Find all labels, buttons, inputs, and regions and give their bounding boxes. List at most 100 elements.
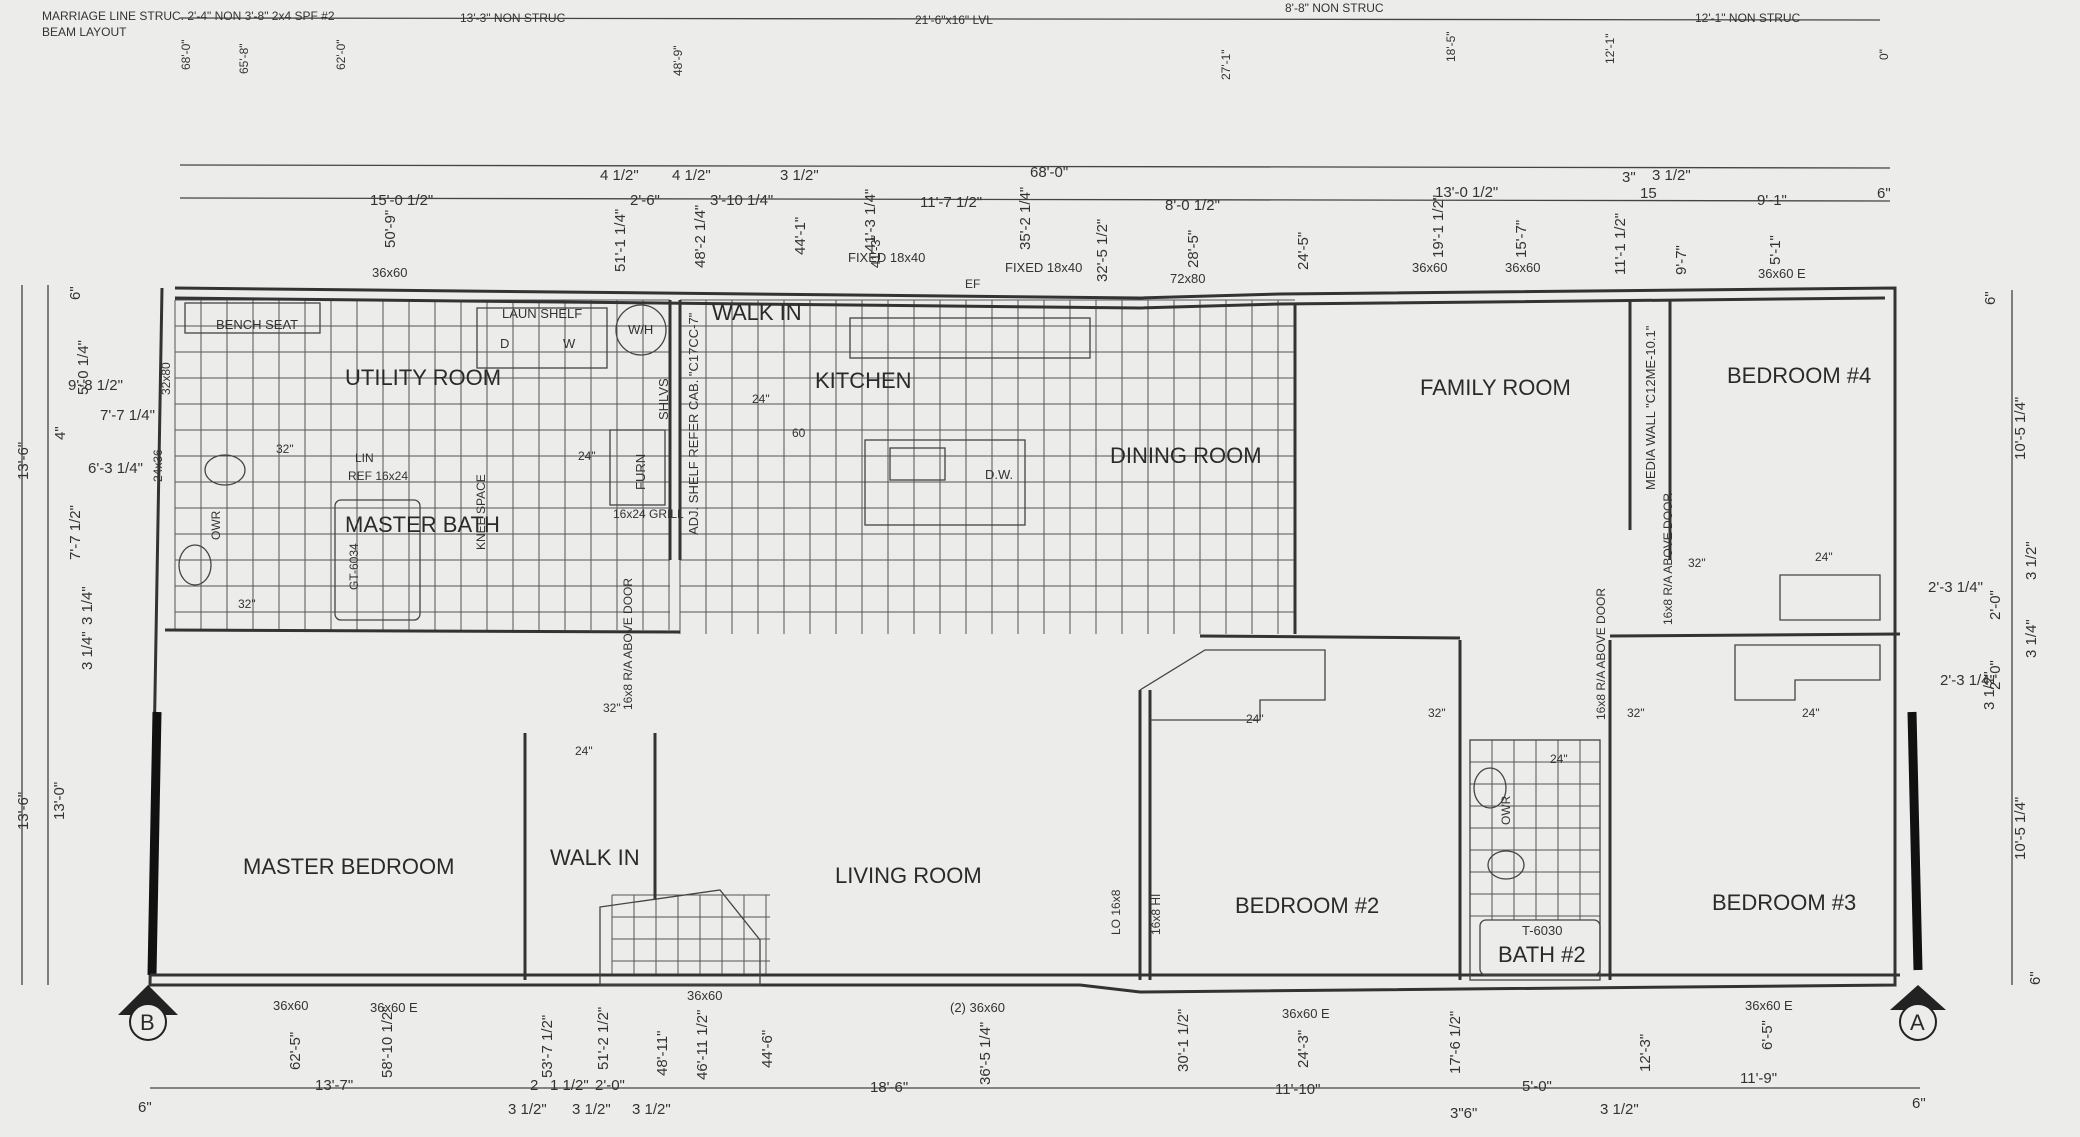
bedroom-2-label: BEDROOM #2 [1235,893,1379,918]
dim: 9'-8 1/2" [68,377,123,394]
dim-vertical: 6" [1982,291,1999,305]
bottom-dimensions: 13'-7" 2 1 1/2" 2'-0" 18'-6" 11'-10" 5'-… [138,1006,1926,1122]
dim-vertical: 32'-5 1/2" [1094,219,1111,282]
dim: 15 [1640,185,1657,202]
dim-vertical: 51'-2 1/2" [595,1007,612,1070]
door-width: 32" [1627,706,1645,720]
cabinet-size-label: 24x36 [151,449,165,482]
walk-in-label: WALK IN [712,300,802,325]
fixed-window-label: FIXED 18x40 [1005,260,1082,275]
dim-vertical: 15'-7" [1513,220,1530,258]
master-bath-label: MASTER BATH [345,512,500,537]
window-size: 41'-3" [868,234,883,268]
dim: 6" [1877,185,1891,202]
door-size-label: 32x80 [159,362,173,395]
dim-vertical: 13'-0" [51,782,68,820]
marker-a: A [1910,1010,1925,1035]
dim: 15'-0 1/2" [370,192,433,209]
dim-vertical: 44'-1" [792,217,809,255]
dim: 3 1/2" [1600,1101,1639,1118]
shower-label: GT-6034 [347,543,361,590]
door-width: 32" [276,442,294,456]
dim-vertical: 5'-1" [1767,235,1784,265]
dim-vertical: 36'-5 1/4" [977,1022,994,1085]
beam-tick: 48'-9" [671,45,685,76]
dim: 5'-0" [1522,1078,1552,1095]
dim: 3" [1622,169,1636,186]
dim-vertical: 46'-11 1/2" [694,1010,711,1080]
washer-label: W [563,336,576,351]
beam-label: 13'-3" NON STRUC [460,11,566,25]
dim-vertical: 41'-3 1/4" [862,189,879,252]
bedroom-4-label: BEDROOM #4 [1727,363,1871,388]
dim-vertical: 13'-6" [15,792,32,830]
return-air-label: 16x8 R/A ABOVE DOOR [621,578,635,710]
dim-vertical: 10'-5 1/4" [2012,797,2029,860]
door-width: 24" [1550,752,1568,766]
door-width: 60 [792,426,806,440]
door-width: 24" [1246,712,1264,726]
dim: 2'-0" [595,1077,625,1094]
dim-vertical: 6'-5" [1759,1020,1776,1050]
dim-vertical: 48'-2 1/4" [692,205,709,268]
window-size: 36x60 E [1745,998,1793,1013]
dim-vertical: 17'-6 1/2" [1447,1011,1464,1074]
door-width: 24" [578,449,596,463]
beam-tick: 68'-0" [179,39,193,70]
dim: 6" [138,1099,152,1116]
dim-vertical: 24'-3" [1295,1030,1312,1068]
bedroom-3-label: BEDROOM #3 [1712,890,1856,915]
dim: 4 1/2" [600,167,639,184]
door-width: 24" [1802,706,1820,720]
dim: 1 1/2" [550,1077,589,1094]
dim-vertical: 62'-5" [287,1032,304,1070]
door-width: 24" [575,744,593,758]
window-labels: 36x60 41'-3" 72x80 36x60 36x60 36x60 E 3… [273,234,1806,1021]
master-bedroom-label: MASTER BEDROOM [243,854,454,879]
register-label: 16x8 HI [1149,894,1163,935]
beam-tick: 18'-5" [1444,31,1458,62]
door-width: 24" [752,392,770,406]
window-size: 36x60 E [370,1000,418,1015]
dim: 6" [1912,1095,1926,1112]
dim-vertical: 24'-5" [1295,232,1312,270]
dim-vertical: 44'-6" [759,1030,776,1068]
dim-vertical: 2'-0" [1987,660,2004,690]
dim-vertical: 12'-3" [1637,1034,1654,1072]
dim-vertical: 3 1/2" [2023,541,2040,580]
beam-label: 12'-1" NON STRUC [1695,11,1801,25]
window-size: 36x60 [1412,260,1447,275]
beam-tick: 12'-1" [1603,33,1617,64]
window-size: 36x60 [372,265,407,280]
dim: 4 1/2" [672,167,711,184]
furnace-label: FURN [633,454,648,490]
media-wall-label: MEDIA WALL "C12ME-10.1" [1643,325,1658,490]
dim: 3 1/2" [780,167,819,184]
owr-label: OWR [209,510,223,540]
shelves-label: SHLVS [656,378,671,420]
dim: 11'-9" [1740,1070,1777,1087]
dim-vertical: 3 1/2" [1981,671,1998,710]
dim: 3 1/2" [508,1101,547,1118]
laundry-shelf-label: LAUN SHELF [502,306,582,321]
beam-tick: 0" [1877,49,1891,60]
dim: 8'-0 1/2" [1165,197,1220,214]
dim-vertical: 9'-7" [1673,245,1690,275]
section-markers: B A [118,985,1946,1041]
dim: 3"6" [1450,1105,1477,1122]
dim: 11'-10" [1275,1081,1320,1098]
dim: 3'-10 1/4" [710,192,773,209]
dim-vertical: 3 1/4" [79,586,96,625]
dim: 6'-3 1/4" [88,460,143,477]
dim: 7'-7 1/4" [100,407,155,424]
knee-space-label: KNEE SPACE [474,474,488,550]
dim-vertical: 4" [52,426,69,440]
window-size: 36x60 [273,998,308,1013]
dining-room-label: DINING ROOM [1110,443,1262,468]
marker-b: B [140,1010,155,1035]
bath-2-label: BATH #2 [1498,942,1586,967]
door-widths: 32" 24" 60 24" 32" 24" 32" 32" 24" 24" 3… [238,392,1833,766]
dim-vertical: 35'-2 1/4" [1017,187,1034,250]
refer-cabinet-label: ADJ. SHELF REFER CAB. "C17CC-7" [686,312,701,535]
